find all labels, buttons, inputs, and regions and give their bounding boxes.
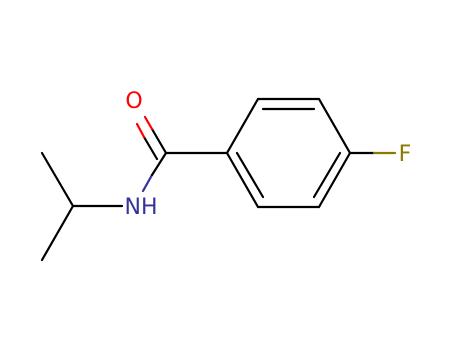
ring-bond-1 bbox=[225, 97, 260, 155]
ring-inner-bond-right bbox=[312, 151, 342, 199]
ring-bond-4 bbox=[317, 151, 352, 209]
bond-n-carbonyl-n-part bbox=[141, 173, 154, 193]
ring-inner-bond-left bbox=[235, 151, 265, 199]
bond-n-carbonyl-c-part bbox=[150, 151, 168, 177]
ring-bond-3 bbox=[317, 97, 352, 155]
bond-methyl-upper bbox=[40, 151, 75, 208]
bond-carbonyl-double-2 bbox=[142, 135, 159, 161]
atom-label-fluorine: F bbox=[399, 142, 412, 167]
bond-methyl-lower bbox=[40, 204, 75, 262]
atom-label-oxygen: O bbox=[125, 89, 142, 114]
atom-label-nitrogen: NH bbox=[125, 195, 158, 220]
bond-carbonyl-double-1 bbox=[150, 127, 168, 155]
bond-carbonyl-double-2-o bbox=[135, 122, 146, 139]
ring-bond-6 bbox=[225, 151, 260, 209]
bond-carbonyl-double-1-o bbox=[143, 115, 154, 131]
